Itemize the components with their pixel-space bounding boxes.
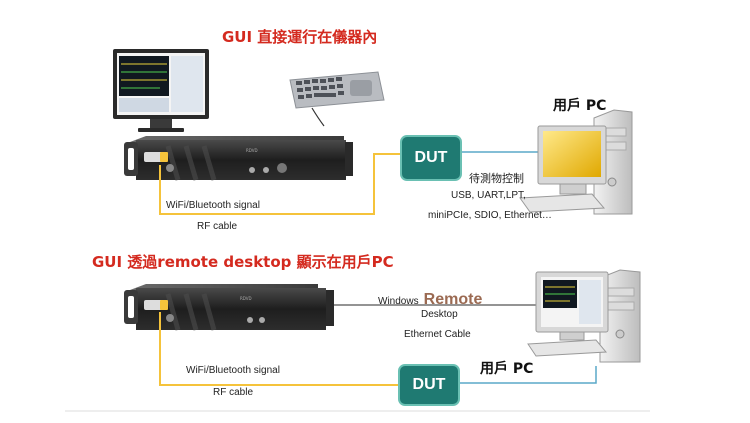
instrument-icon: RDVD [124,136,353,181]
desktop-pc-icon [519,109,633,215]
svg-text:RDVD: RDVD [240,296,252,301]
control-line-2 [460,366,597,384]
signal-label-1: WiFi/Bluetooth signal [166,200,260,211]
rf-cable-2 [159,312,400,386]
dut-label-2: DUT [412,376,446,393]
ethernet-label: Ethernet Cable [404,329,471,340]
dut-box-2: DUT [398,364,460,406]
remote-desktop-label: Windows Remote [378,289,482,309]
section2-title: GUI 透過remote desktop 顯示在用戶PC [92,253,394,271]
rd-prefix: Windows [378,296,419,307]
signal-label-2: WiFi/Bluetooth signal [186,365,280,376]
svg-text:RDVD: RDVD [246,148,258,153]
rd-desktop: Desktop [421,309,458,320]
user-pc-label-2: 用戶 PC [480,361,534,377]
dut-label-1: DUT [414,149,448,166]
monitor-icon [113,49,209,132]
interfaces-line2: miniPCIe, SDIO, Ethernet… [428,210,552,221]
rf-cable-label-2: RF cable [213,387,254,398]
dut-box-1: DUT [400,135,462,181]
instrument-icon: RDVD [124,284,334,331]
keyboard-icon [289,71,385,127]
rf-cable-label-1: RF cable [197,221,238,232]
rf-cable-1 [159,153,402,215]
desktop-pc-icon [527,269,641,363]
user-pc-label-1: 用戶 PC [553,98,607,114]
interfaces-title: 待測物控制 [469,173,524,185]
rd-remote: Remote [423,291,483,308]
section1-title: GUI 直接運行在儀器內 [222,28,378,46]
interfaces-line1: USB, UART,LPT, [451,190,526,201]
